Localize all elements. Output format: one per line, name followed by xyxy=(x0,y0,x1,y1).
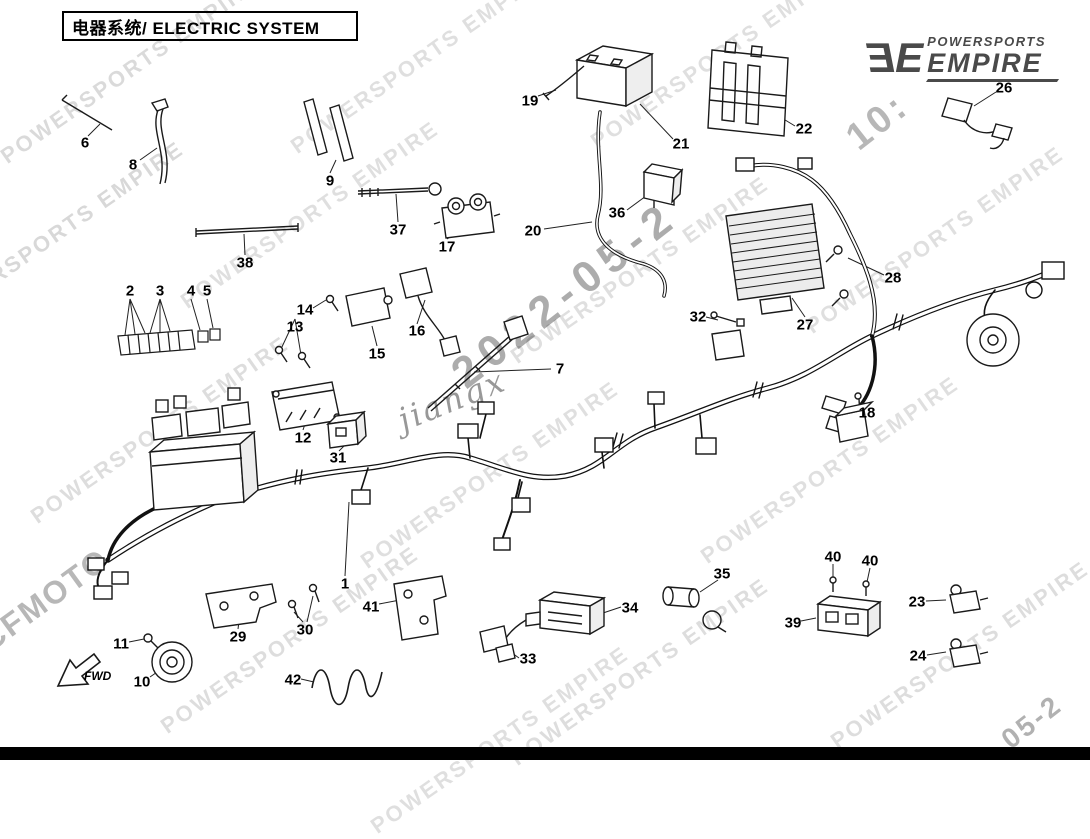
bottom-bar xyxy=(0,747,1090,760)
connector-part-16 xyxy=(399,267,461,357)
grommet-part-35 xyxy=(662,586,727,633)
logo-e-mirrored: E xyxy=(871,34,896,82)
flasher-part-34 xyxy=(505,591,607,639)
brand-name-bottom: EMPIRE xyxy=(927,48,1043,78)
fuse-strip-part xyxy=(117,328,221,356)
main-harness xyxy=(87,110,1065,600)
antenna-part-7 xyxy=(427,315,529,412)
fwd-arrow: FWD xyxy=(56,652,112,687)
brand-logo-text: POWERSPORTS EMPIRE xyxy=(926,34,1059,83)
fuse-box-part xyxy=(147,387,259,511)
spring-wire-42 xyxy=(311,669,383,706)
fwd-label: FWD xyxy=(84,669,112,683)
brand-logo-mark-icon: E E xyxy=(871,34,923,82)
connector-part-26 xyxy=(941,97,1013,150)
relay-part-31 xyxy=(326,410,367,449)
diagram-title-box: 电器系统/ ELECTRIC SYSTEM xyxy=(62,11,358,41)
ecu-part xyxy=(271,381,341,431)
brand-name-top: POWERSPORTS xyxy=(927,34,1046,49)
battery-part xyxy=(542,45,655,108)
fastener-parts xyxy=(195,182,442,237)
starter-relay-part xyxy=(642,163,684,208)
clamp-part-18 xyxy=(821,392,875,443)
cable-tie-parts xyxy=(61,94,354,185)
brand-logo: E E POWERSPORTS EMPIRE xyxy=(871,34,1059,83)
module-part-39 xyxy=(816,576,882,638)
horn-part xyxy=(143,633,193,683)
wiring-harness-diagram: FWD xyxy=(56,41,1065,706)
battery-bracket-part xyxy=(707,41,789,137)
connector-part-33 xyxy=(479,625,516,663)
starter-solenoid-part xyxy=(433,193,501,239)
coil-part-23 xyxy=(949,584,989,614)
logo-e: E xyxy=(895,34,923,82)
logo-underline xyxy=(926,79,1059,83)
sensor-part-15 xyxy=(274,287,393,369)
rear-horn-part xyxy=(966,313,1020,367)
regulator-part xyxy=(725,203,849,315)
coil-part-24 xyxy=(949,638,989,668)
bracket-part-29 xyxy=(205,583,320,629)
bracket-part-41 xyxy=(393,575,447,641)
diagram-title: 电器系统/ ELECTRIC SYSTEM xyxy=(72,18,320,38)
bolt-part-32 xyxy=(710,311,745,361)
